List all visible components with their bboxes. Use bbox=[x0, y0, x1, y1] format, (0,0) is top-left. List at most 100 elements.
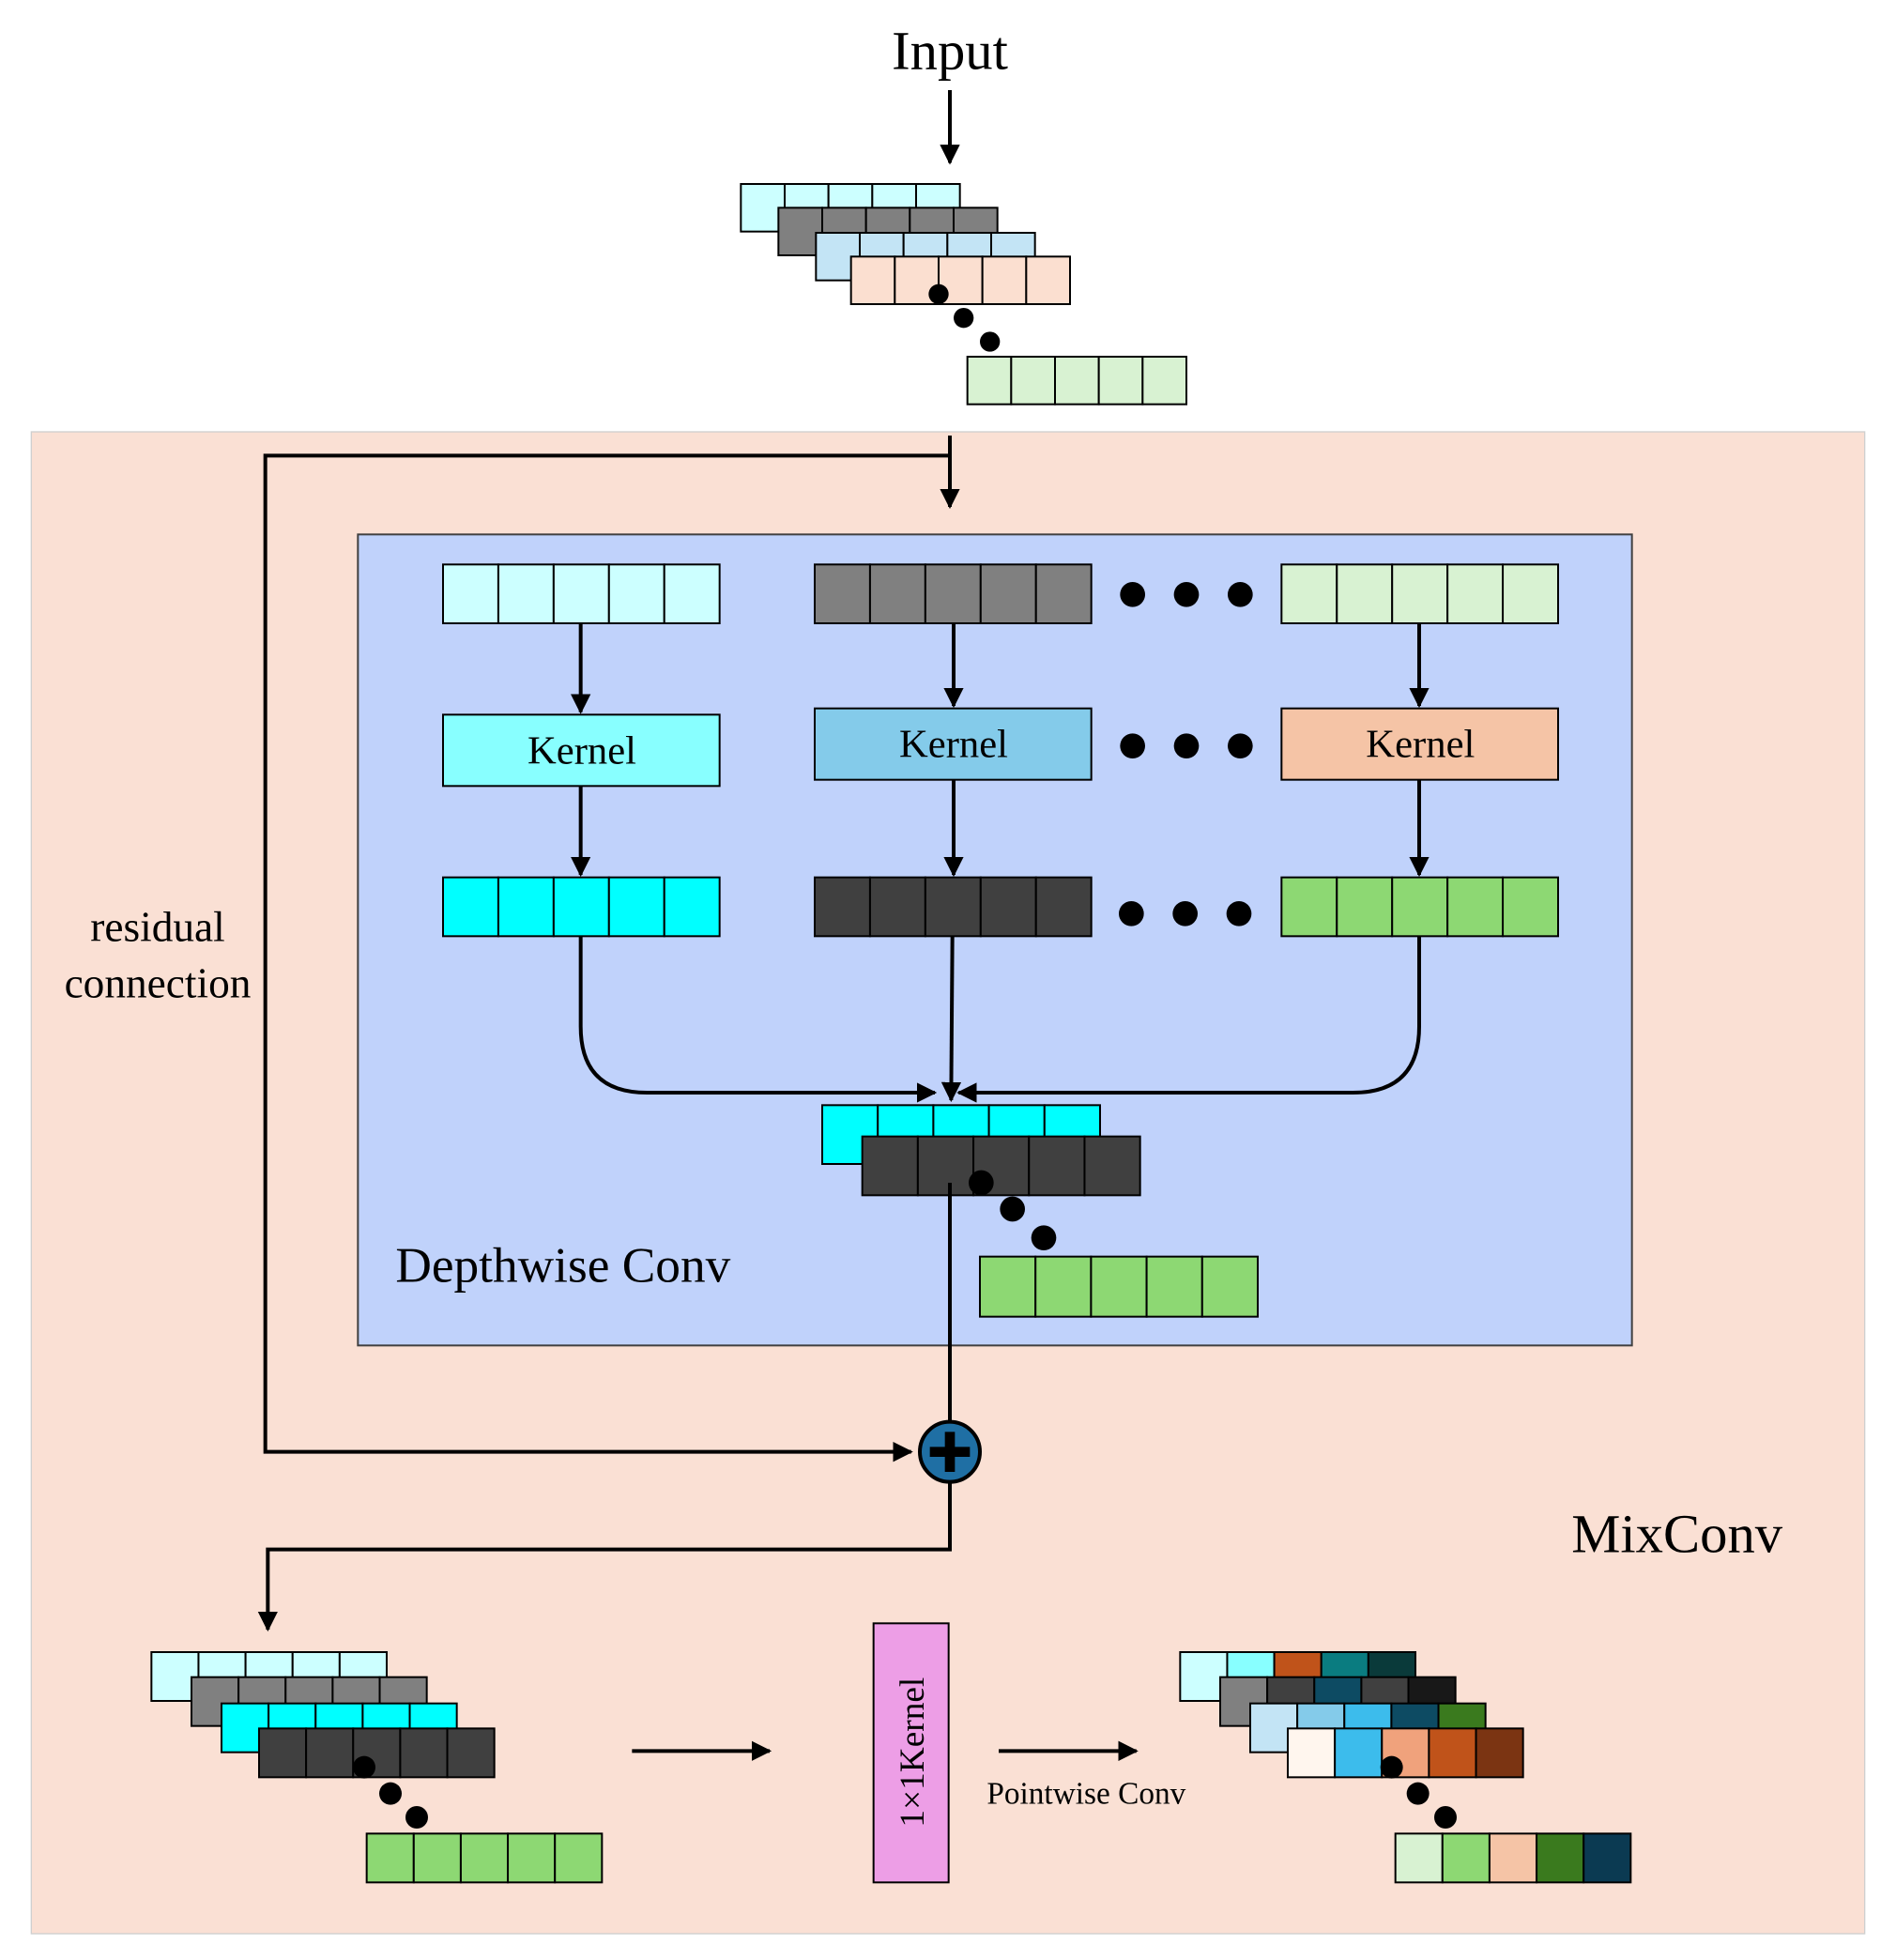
merge-path-left bbox=[578, 936, 938, 1103]
dw-output-row-2-cell bbox=[924, 876, 982, 938]
ellipsis-dot bbox=[928, 283, 949, 304]
kernel-box-1 bbox=[441, 713, 721, 788]
dw-input-row-2-cell bbox=[979, 563, 1037, 624]
input-row-last bbox=[966, 356, 1187, 406]
ellipsis-dot bbox=[379, 1782, 402, 1805]
dw-output-row-2-cell bbox=[814, 876, 871, 938]
merged-row-last bbox=[978, 1255, 1259, 1318]
ellipsis-dot bbox=[980, 331, 1001, 352]
output-row-4 bbox=[1287, 1727, 1524, 1779]
pointwise-label: Pointwise Conv bbox=[986, 1776, 1185, 1811]
dw-output-row-3-cell bbox=[1280, 876, 1338, 938]
dw-output-row-3-cell bbox=[1391, 876, 1449, 938]
dw-output-row-3-cell bbox=[1336, 876, 1394, 938]
pre-pw-row-4-cell bbox=[258, 1727, 308, 1779]
dw-output-row-1-cell bbox=[552, 876, 610, 938]
pre-pw-row-4 bbox=[258, 1727, 496, 1779]
ellipsis-dot bbox=[1031, 1225, 1057, 1250]
kernel-box-2 bbox=[814, 707, 1093, 781]
input-row-last-cell bbox=[1097, 356, 1144, 406]
output-row-4-cell bbox=[1334, 1727, 1384, 1779]
ellipsis-dot bbox=[1120, 582, 1145, 607]
dw-input-row-3 bbox=[1280, 563, 1560, 624]
mixconv-label: MixConv bbox=[1571, 1503, 1783, 1564]
input-row-4-cell bbox=[849, 255, 896, 305]
pre-pw-row-last bbox=[365, 1832, 604, 1884]
merged-row-2-cell bbox=[861, 1135, 919, 1197]
ellipsis-dot bbox=[1000, 1196, 1025, 1222]
pre-pw-row-4-cell bbox=[446, 1727, 496, 1779]
input-row-1-cell bbox=[740, 182, 786, 233]
residual-label-line2: connection bbox=[65, 960, 252, 1007]
plus-circle-icon bbox=[918, 1419, 982, 1484]
output-row-last-cell bbox=[1394, 1832, 1444, 1884]
output-feature-stack bbox=[1179, 1651, 1632, 1884]
dw-output-row-3-cell bbox=[1502, 876, 1560, 938]
one-by-one-kernel-label: 1×1Kernel bbox=[894, 1677, 932, 1828]
output-row-last-cell bbox=[1536, 1832, 1585, 1884]
output-row-last bbox=[1394, 1832, 1632, 1884]
output-row-4-cell bbox=[1287, 1727, 1337, 1779]
merged-row-last-cell bbox=[1090, 1255, 1148, 1318]
ellipsis-dot bbox=[1226, 901, 1252, 926]
dw-input-row-1-cell bbox=[497, 563, 555, 624]
dw-output-row-2-cell bbox=[1034, 876, 1093, 938]
ellipsis-dot bbox=[1434, 1806, 1457, 1829]
output-row-4-cell bbox=[1428, 1727, 1477, 1779]
kernel-box-3 bbox=[1280, 707, 1559, 781]
input-row-last-cell bbox=[1010, 356, 1056, 406]
dw-input-row-2-cell bbox=[814, 563, 871, 624]
dw-input-row-2 bbox=[814, 563, 1093, 624]
input-row-4 bbox=[849, 255, 1071, 305]
merged-row-last-cell bbox=[1034, 1255, 1093, 1318]
merge-path-center bbox=[940, 936, 962, 1103]
output-row-last-cell bbox=[1488, 1832, 1538, 1884]
output-row-last-cell bbox=[1583, 1832, 1632, 1884]
merged-row-last-cell bbox=[978, 1255, 1037, 1318]
merged-feature-stack bbox=[821, 1104, 1259, 1318]
kernel-label-3: Kernel bbox=[1366, 723, 1475, 767]
ellipsis-dot bbox=[954, 308, 974, 329]
pre-pw-row-last-cell bbox=[365, 1832, 415, 1884]
dw-input-row-3-cell bbox=[1502, 563, 1560, 624]
depthwise-label: Depthwise Conv bbox=[395, 1236, 730, 1293]
residual-label-line1: residual bbox=[90, 904, 225, 951]
merged-row-2 bbox=[861, 1135, 1141, 1197]
pre-pw-row-last-cell bbox=[412, 1832, 462, 1884]
ellipsis-dot bbox=[1120, 733, 1145, 758]
depthwise-rows bbox=[442, 563, 1560, 938]
ellipsis-dot bbox=[969, 1170, 994, 1196]
ellipsis-dot bbox=[1173, 733, 1200, 758]
dw-output-row-1-cell bbox=[607, 876, 665, 938]
dw-output-row-3 bbox=[1280, 876, 1560, 938]
ellipsis-dot bbox=[405, 1806, 428, 1829]
input-row-last-cell bbox=[966, 356, 1013, 406]
depthwise-panel bbox=[357, 533, 1633, 1347]
dw-output-row-2-cell bbox=[868, 876, 926, 938]
add-output-path bbox=[257, 1481, 952, 1632]
pre-pw-row-last-cell bbox=[554, 1832, 604, 1884]
ellipsis-dot bbox=[1380, 1755, 1403, 1779]
merged-row-2-cell bbox=[1083, 1135, 1141, 1197]
dw-input-row-1-cell bbox=[442, 563, 499, 624]
input-label: Input bbox=[892, 20, 1008, 81]
dw-input-row-2-cell bbox=[1034, 563, 1093, 624]
input-row-last-cell bbox=[1054, 356, 1100, 406]
kernel-label-1: Kernel bbox=[528, 728, 636, 773]
dw-output-row-1-cell bbox=[663, 876, 721, 938]
input-row-4-cell bbox=[1025, 255, 1071, 305]
dw-input-row-1-cell bbox=[607, 563, 665, 624]
dw-input-row-3-cell bbox=[1391, 563, 1449, 624]
dw-input-row-3-cell bbox=[1336, 563, 1394, 624]
input-feature-stack bbox=[740, 182, 1187, 406]
residual-connection-path bbox=[263, 453, 950, 1462]
dw-input-row-1-cell bbox=[663, 563, 721, 624]
kernel-label-2: Kernel bbox=[899, 723, 1008, 767]
pre-pw-row-4-cell bbox=[399, 1727, 449, 1779]
dw-output-row-3-cell bbox=[1446, 876, 1505, 938]
dw-input-row-2-cell bbox=[868, 563, 926, 624]
dw-input-row-3-cell bbox=[1280, 563, 1338, 624]
merged-row-last-cell bbox=[1200, 1255, 1259, 1318]
merged-row-2-cell bbox=[916, 1135, 975, 1197]
